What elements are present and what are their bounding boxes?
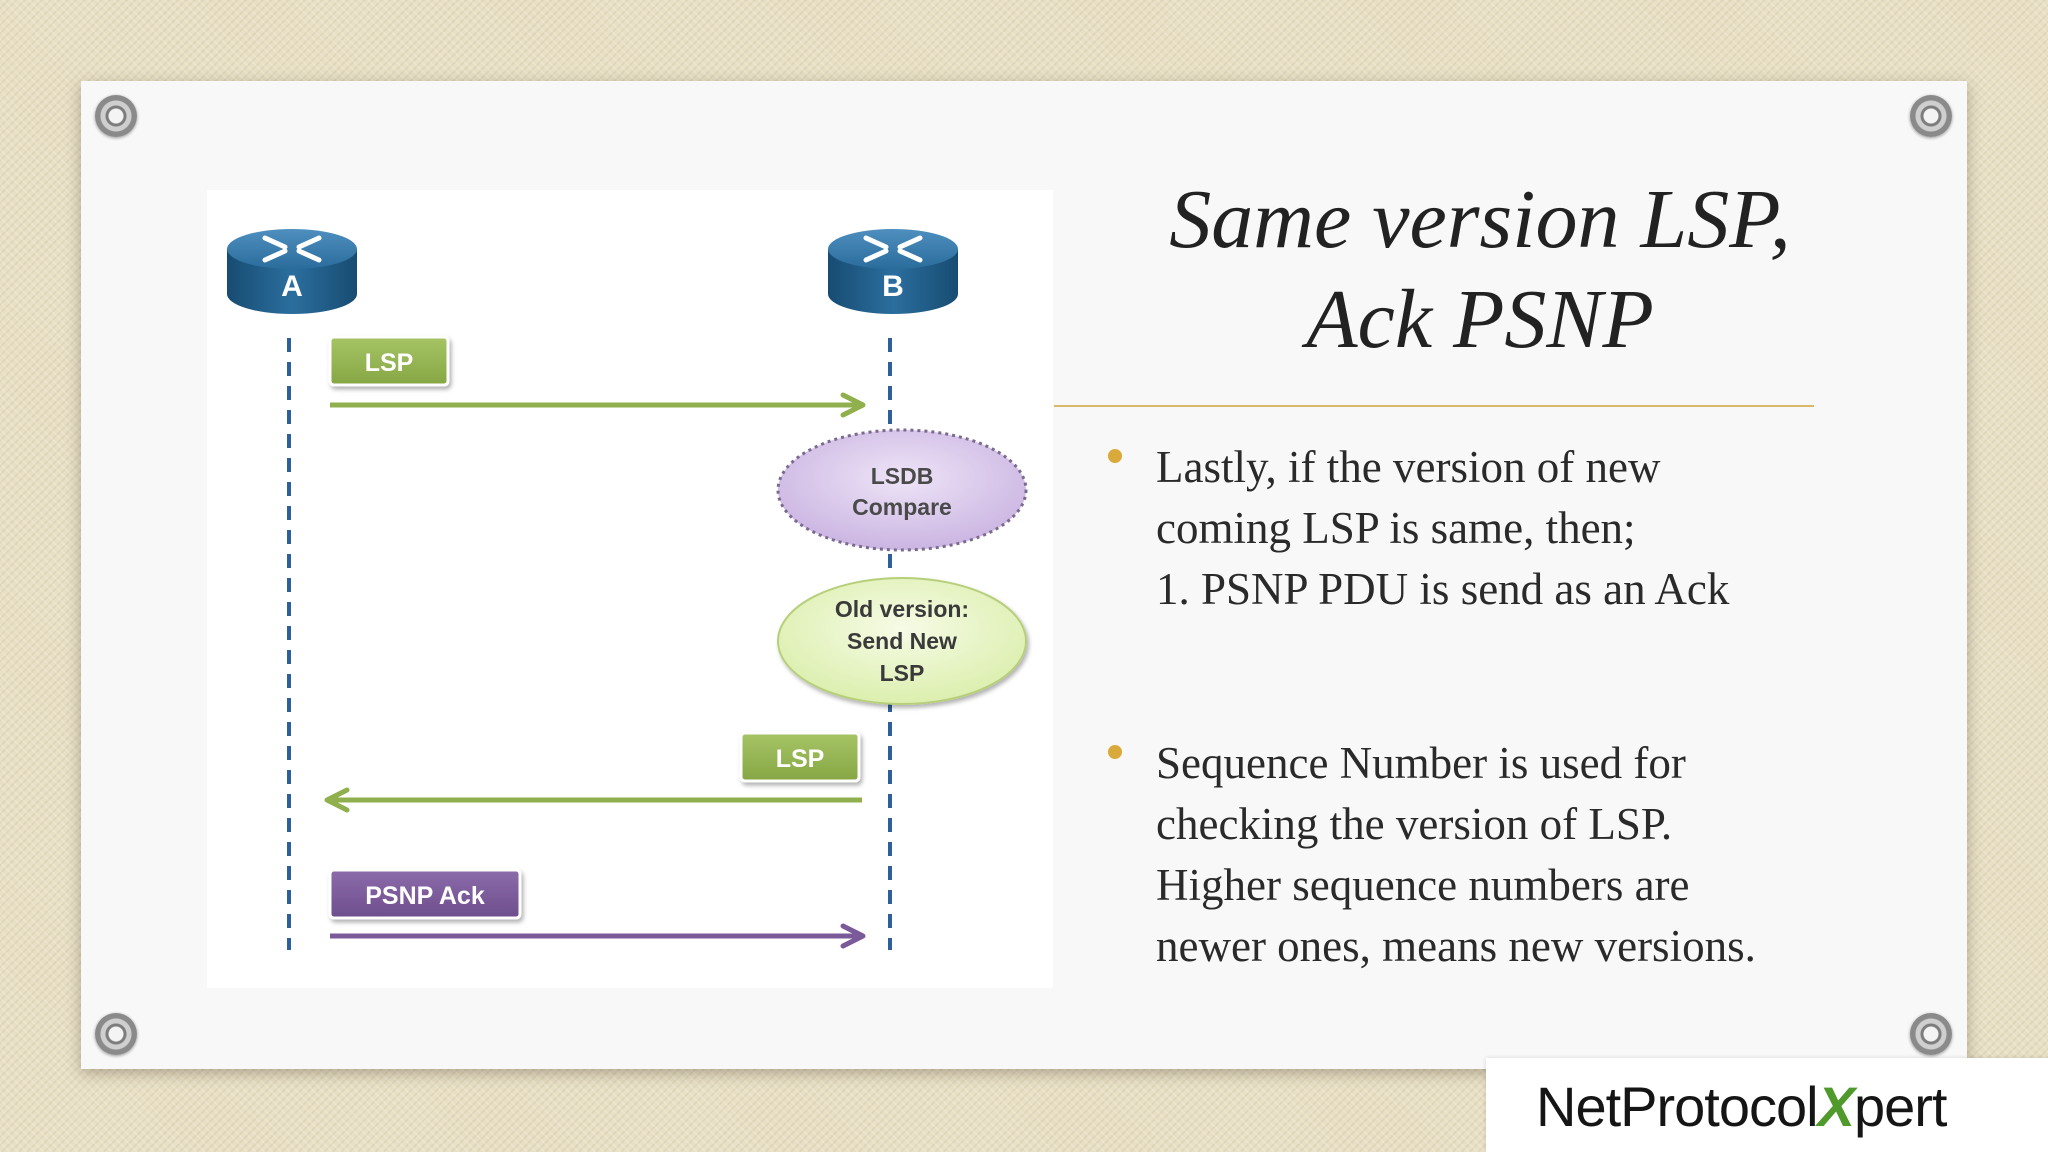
- compare-line-1: LSDB: [871, 463, 934, 489]
- rivet-bottom-left: [95, 1013, 137, 1055]
- lsp-1-label: LSP: [365, 349, 414, 377]
- logo-part-3: pert: [1853, 1075, 1947, 1138]
- bullet-dot-icon: [1108, 449, 1122, 463]
- bullet-2-line-1: Sequence Number is used for: [1156, 738, 1686, 788]
- message-lsp-1: LSP: [328, 335, 866, 418]
- message-psnp-ack: PSNP Ack: [328, 868, 866, 949]
- logo-part-2: X: [1817, 1075, 1855, 1138]
- bullet-1-line-2: coming LSP is same, then;: [1156, 503, 1636, 553]
- router-a-icon: A: [227, 229, 357, 314]
- router-b-icon: B: [828, 229, 958, 314]
- old-version-line-1: Old version:: [835, 596, 969, 622]
- logo-part-1: NetProtocol: [1536, 1075, 1819, 1138]
- bullet-2-line-4: newer ones, means new versions.: [1156, 921, 1756, 971]
- message-lsp-2: LSP: [324, 731, 862, 813]
- logo-wordmark: NetProtocolXpert: [1536, 1074, 1947, 1139]
- compare-line-2: Compare: [852, 494, 952, 520]
- rivet-bottom-right: [1910, 1013, 1952, 1055]
- old-version-line-2: Send New: [847, 628, 957, 654]
- slide-title: Same version LSP, Ack PSNP: [1080, 170, 1880, 370]
- router-b-label: B: [882, 270, 904, 303]
- bullet-1-line-3: 1. PSNP PDU is send as an Ack: [1156, 564, 1730, 614]
- psnp-ack-label: PSNP Ack: [365, 882, 485, 910]
- lsp-2-label: LSP: [776, 745, 825, 773]
- rivet-top-left: [95, 95, 137, 137]
- old-version-oval: Old version: Send New LSP: [777, 577, 1027, 705]
- bullet-2-line-2: checking the version of LSP.: [1156, 799, 1673, 849]
- title-divider: [1054, 405, 1814, 407]
- title-line-1: Same version LSP,: [1169, 173, 1791, 266]
- lsp-sequence-diagram: A B LSP LSDB Compare Old version: Send N…: [207, 190, 1053, 988]
- bullet-1-line-1: Lastly, if the version of new: [1156, 442, 1661, 492]
- title-line-2: Ack PSNP: [1306, 273, 1654, 366]
- router-a-label: A: [281, 270, 303, 303]
- brand-logo: NetProtocolXpert: [1486, 1058, 2048, 1152]
- rivet-top-right: [1910, 95, 1952, 137]
- bullet-2-line-3: Higher sequence numbers are: [1156, 860, 1690, 910]
- lsdb-compare-oval: LSDB Compare: [776, 428, 1028, 552]
- bullet-dot-icon: [1108, 745, 1122, 759]
- old-version-line-3: LSP: [880, 660, 925, 686]
